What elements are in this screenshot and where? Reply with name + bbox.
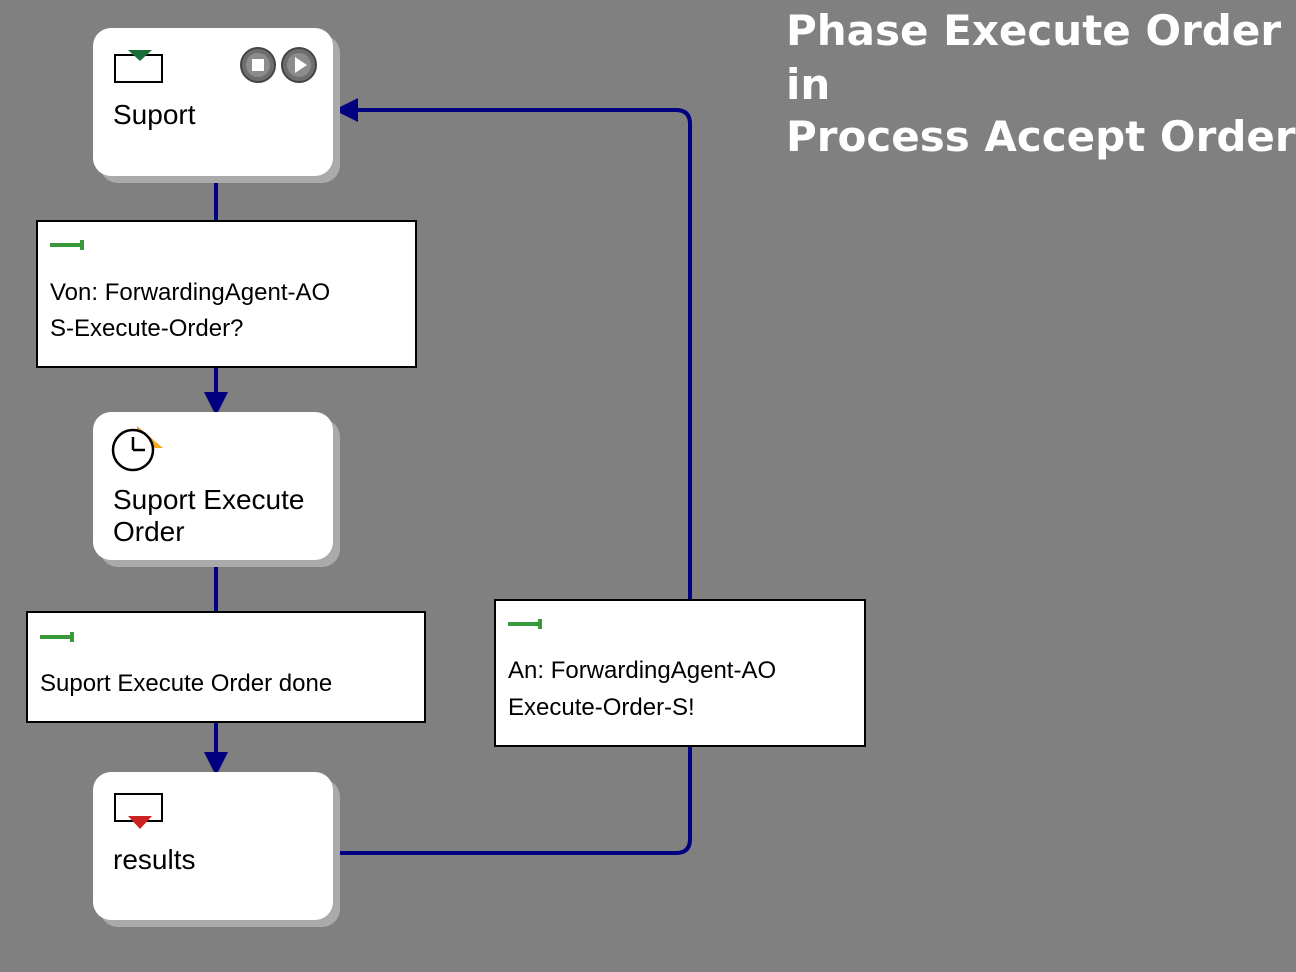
connectors — [214, 108, 692, 855]
connector-results-to-send — [334, 746, 692, 855]
end-tray-icon — [114, 793, 163, 829]
diagram-title-line-1: Phase Execute Order — [786, 6, 1282, 55]
message-receive-line-1: Von: ForwardingAgent-AO — [50, 279, 331, 306]
node-suport-execute-order-label-1: Suport Execute — [113, 484, 305, 515]
start-tray-icon — [114, 50, 163, 83]
node-results-label: results — [113, 844, 196, 875]
message-send[interactable]: An: ForwardingAgent-AO Execute-Order-S! — [494, 599, 866, 747]
clock-icon — [111, 426, 163, 472]
diagram-title-line-3: Process Accept Order — [786, 112, 1296, 161]
node-suport-execute-order[interactable]: Suport Execute Order — [93, 412, 333, 560]
node-results[interactable]: results — [93, 772, 333, 920]
message-send-line-2: Execute-Order-S! — [508, 694, 695, 721]
node-suport[interactable]: Suport — [93, 28, 333, 176]
message-receive-line-2: S-Execute-Order? — [50, 315, 244, 342]
diagram-title-line-2: in — [786, 60, 831, 109]
stop-icon[interactable] — [239, 46, 279, 84]
message-send-line-1: An: ForwardingAgent-AO — [508, 657, 777, 684]
node-suport-label: Suport — [113, 99, 196, 130]
connector-send-to-suport — [358, 108, 692, 600]
play-icon[interactable] — [280, 46, 320, 84]
message-done-line-1: Suport Execute Order done — [40, 670, 333, 697]
message-arrow-icon — [50, 240, 84, 250]
message-done[interactable]: Suport Execute Order done — [26, 611, 426, 723]
arrowhead-into-suport — [334, 98, 358, 122]
node-suport-execute-order-label-2: Order — [113, 516, 185, 547]
message-arrow-icon — [40, 632, 74, 642]
message-receive[interactable]: Von: ForwardingAgent-AO S-Execute-Order? — [36, 220, 417, 368]
arrowhead-into-execute — [204, 392, 228, 416]
message-arrow-icon — [508, 619, 542, 629]
arrowhead-into-results — [204, 752, 228, 776]
